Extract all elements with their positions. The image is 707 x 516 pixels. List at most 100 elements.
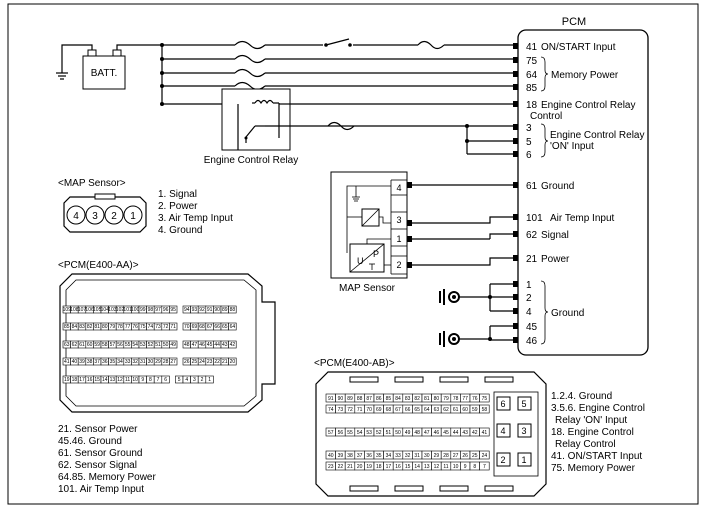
aa-pin-11: 11: [125, 377, 130, 383]
ab-pin-44: 44: [453, 430, 459, 436]
map-pin-1: 1: [396, 234, 401, 244]
ab-legend-3: Relay 'ON' Input: [555, 415, 627, 426]
brace-memory-power: [540, 56, 549, 92]
ab-pin-73: 73: [338, 407, 344, 413]
map-sensor: MAP Sensor 4 3 1 2 U P: [330, 171, 408, 294]
aa-pin-103: 103: [108, 307, 117, 313]
aa-pin-cell: [228, 340, 237, 349]
ab-big-pin-3: 3: [521, 426, 526, 436]
ab-pin-89: 89: [347, 396, 353, 402]
ab-pin-70: 70: [366, 407, 372, 413]
ab-pin-12: 12: [434, 464, 440, 470]
aa-pin-67: 67: [207, 324, 213, 330]
aa-pin-49: 49: [170, 342, 176, 348]
aa-pin-15: 15: [94, 377, 100, 383]
aa-pin-37: 37: [94, 359, 100, 365]
ab-pin-18: 18: [376, 464, 382, 470]
aa-pin-76: 76: [132, 324, 138, 330]
aa-pin-53: 53: [140, 342, 146, 348]
label-memory-power: Memory Power: [551, 70, 619, 81]
ab-pin-78: 78: [453, 396, 459, 402]
pcm-title: PCM: [562, 16, 586, 28]
pcm-pin-45: 45: [526, 322, 538, 333]
pcm-pin-5: 5: [526, 137, 532, 148]
ab-pin-87: 87: [366, 396, 372, 402]
relay-label: Engine Control Relay: [204, 155, 299, 166]
aa-pin-56: 56: [117, 342, 123, 348]
pressure-sensor-icon: U P: [349, 243, 385, 273]
ab-pin-51: 51: [386, 430, 392, 436]
ab-pin-66: 66: [405, 407, 411, 413]
aa-pin-70: 70: [184, 324, 190, 330]
ab-pin-62: 62: [443, 407, 449, 413]
ab-pin-9: 9: [464, 464, 467, 470]
ab-pin-35: 35: [376, 453, 382, 459]
ab-pin-17: 17: [386, 464, 392, 470]
ab-pin-31: 31: [414, 453, 420, 459]
aa-pin-3: 3: [193, 377, 196, 383]
ab-legend-2: 3.5.6. Engine Control: [551, 403, 645, 414]
ab-pin-23: 23: [328, 464, 334, 470]
aa-legend-6: 101. Air Temp Input: [58, 484, 144, 495]
aa-pin-26: 26: [184, 359, 190, 365]
label-ground-bottom: Ground: [551, 308, 584, 319]
map-legend-1: 1. Signal: [158, 189, 197, 200]
aa-pin-cell: [228, 322, 237, 331]
aa-pin-28: 28: [163, 359, 169, 365]
ab-pin-21: 21: [347, 464, 353, 470]
aa-pin-46: 46: [199, 342, 205, 348]
aa-pin-98: 98: [148, 307, 154, 313]
switch-icon: [323, 38, 353, 48]
aa-pin-82: 82: [87, 324, 93, 330]
ab-pin-cell: [479, 461, 490, 471]
aa-pin-69: 69: [192, 324, 198, 330]
ab-pin-60: 60: [462, 407, 468, 413]
ab-pin-24: 24: [482, 453, 488, 459]
aa-pin-cell: [228, 305, 237, 314]
aa-pin-105: 105: [93, 307, 102, 313]
ab-pin-69: 69: [376, 407, 382, 413]
aa-pin-54: 54: [132, 342, 138, 348]
ab-pin-7: 7: [483, 464, 486, 470]
aa-pin-52: 52: [148, 342, 154, 348]
aa-pin-33: 33: [125, 359, 131, 365]
map-pin-2: 2: [396, 260, 401, 270]
ab-pin-49: 49: [405, 430, 411, 436]
ab-pin-52: 52: [376, 430, 382, 436]
aa-pin-66: 66: [214, 324, 220, 330]
ab-pin-32: 32: [405, 453, 411, 459]
ab-pin-58: 58: [482, 407, 488, 413]
pcm-pin-18: 18: [526, 100, 538, 111]
ab-pin-36: 36: [366, 453, 372, 459]
aa-pin-68: 68: [199, 324, 205, 330]
aa-pin-12: 12: [117, 377, 123, 383]
ab-pin-16: 16: [395, 464, 401, 470]
aa-pin-17: 17: [79, 377, 85, 383]
aa-pin-89: 89: [222, 307, 228, 313]
ab-pin-34: 34: [386, 453, 392, 459]
ab-pin-88: 88: [357, 396, 363, 402]
pcm-pin-46: 46: [526, 336, 538, 347]
aa-pin-27: 27: [170, 359, 176, 365]
aa-pin-90: 90: [214, 307, 220, 313]
aa-legend-4: 62. Sensor Signal: [58, 460, 137, 471]
aa-pin-99: 99: [140, 307, 146, 313]
ab-legend-4: 18. Engine Control: [551, 427, 634, 438]
aa-pin-65: 65: [222, 324, 228, 330]
ab-pin-77: 77: [462, 396, 468, 402]
aa-pin-45: 45: [207, 342, 213, 348]
map-sensor-label: MAP Sensor: [339, 283, 396, 294]
ab-pin-15: 15: [405, 464, 411, 470]
aa-legend: 21. Sensor Power 45.46. Ground 61. Senso…: [58, 424, 156, 495]
aa-pin-102: 102: [116, 307, 125, 313]
ab-pin-cell: [479, 450, 490, 460]
ab-pin-41: 41: [482, 430, 488, 436]
aa-pin-107: 107: [78, 307, 87, 313]
ab-big-pin-5: 5: [521, 399, 526, 409]
ab-pin-25: 25: [472, 453, 478, 459]
map-face-pin-1: 1: [130, 211, 136, 222]
aa-pin-43: 43: [222, 342, 228, 348]
